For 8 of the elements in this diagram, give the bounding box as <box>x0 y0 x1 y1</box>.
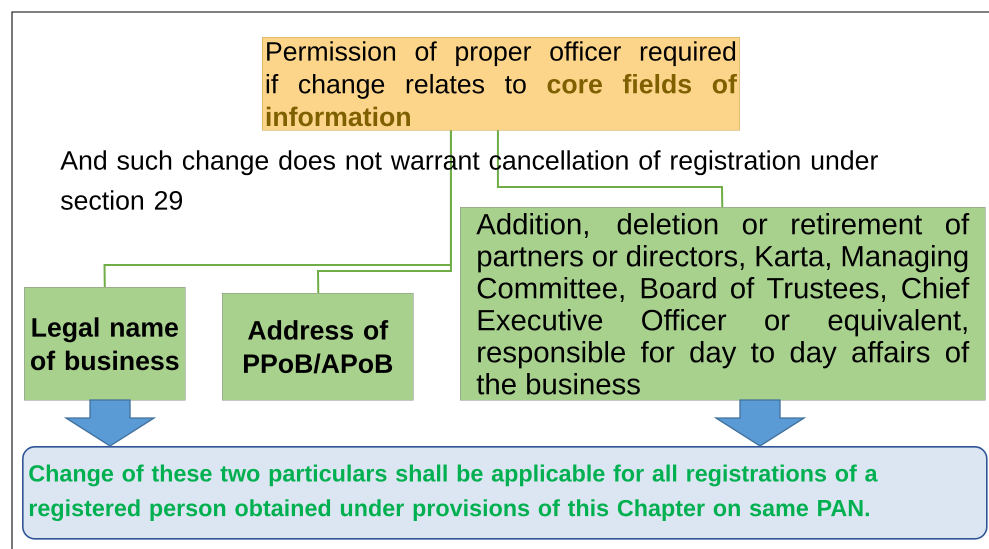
connector-line <box>317 130 452 293</box>
process-box: Address of PPoB/APoB <box>222 293 414 401</box>
block-arrow <box>714 399 806 447</box>
block-arrow <box>64 399 156 447</box>
process-box: Addition, deletion or retirement of partners or directors, Karta, Managing Committee, Board of Trustees, Chief Executive Officer or equivalent, responsible for day to day affairs of the business <box>460 207 986 401</box>
process-box: Legal name of business <box>24 287 186 401</box>
process-box: Permission of proper officer required if change relates to core fields of information <box>262 37 740 131</box>
rounded-box: Change of these two particulars shall be applicable for all registrations of a registered person obtained under provisions of this Chapter on same PAN. <box>22 446 988 540</box>
